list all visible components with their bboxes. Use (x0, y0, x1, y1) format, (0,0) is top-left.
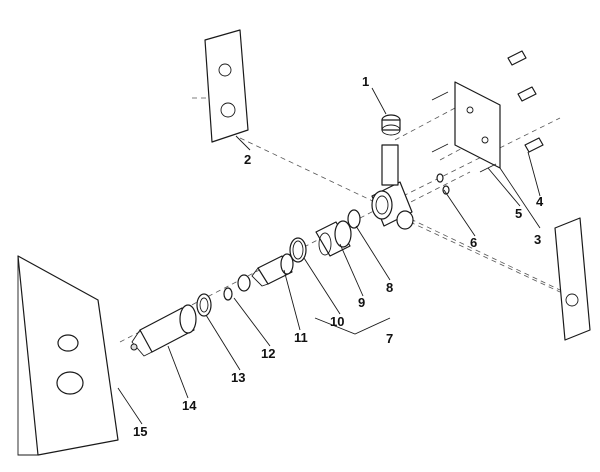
callout-1: 1 (362, 74, 369, 89)
callout-4: 4 (536, 194, 544, 209)
part-1-top-cap (381, 114, 401, 136)
part-15-cover-plate (17, 255, 119, 456)
part-4-wall-plugs (507, 50, 544, 153)
part-12-clip (223, 287, 233, 301)
right-bracket (554, 217, 591, 341)
callout-8: 8 (386, 280, 393, 295)
part-13-adapter-ring (196, 293, 212, 317)
callout-11: 11 (294, 330, 308, 345)
part-2-left-bracket (204, 29, 249, 143)
callout-6: 6 (470, 235, 477, 250)
valve-body (371, 144, 414, 230)
part-14-handle (130, 304, 197, 357)
callout-3: 3 (534, 232, 541, 247)
callout-14: 14 (182, 398, 197, 413)
callout-labels: 1 2 3 4 5 6 7 8 9 10 11 12 13 14 15 (133, 74, 544, 439)
callout-7: 7 (386, 331, 393, 346)
part-11-cartridge (251, 253, 294, 287)
callout-5: 5 (515, 206, 522, 221)
callout-13: 13 (231, 370, 245, 385)
callout-10: 10 (330, 314, 344, 329)
part-3-mounting-plate (454, 81, 501, 169)
part-8-washer (347, 209, 361, 229)
callout-9: 9 (358, 295, 365, 310)
part-10-o-ring (289, 237, 307, 263)
callout-12: 12 (261, 346, 275, 361)
part-6-washers (436, 173, 450, 195)
callout-2: 2 (244, 152, 251, 167)
leader-lines (117, 87, 541, 425)
callout-15: 15 (133, 424, 147, 439)
part-12-nut (237, 274, 251, 292)
part-9-threaded-insert (315, 220, 352, 257)
